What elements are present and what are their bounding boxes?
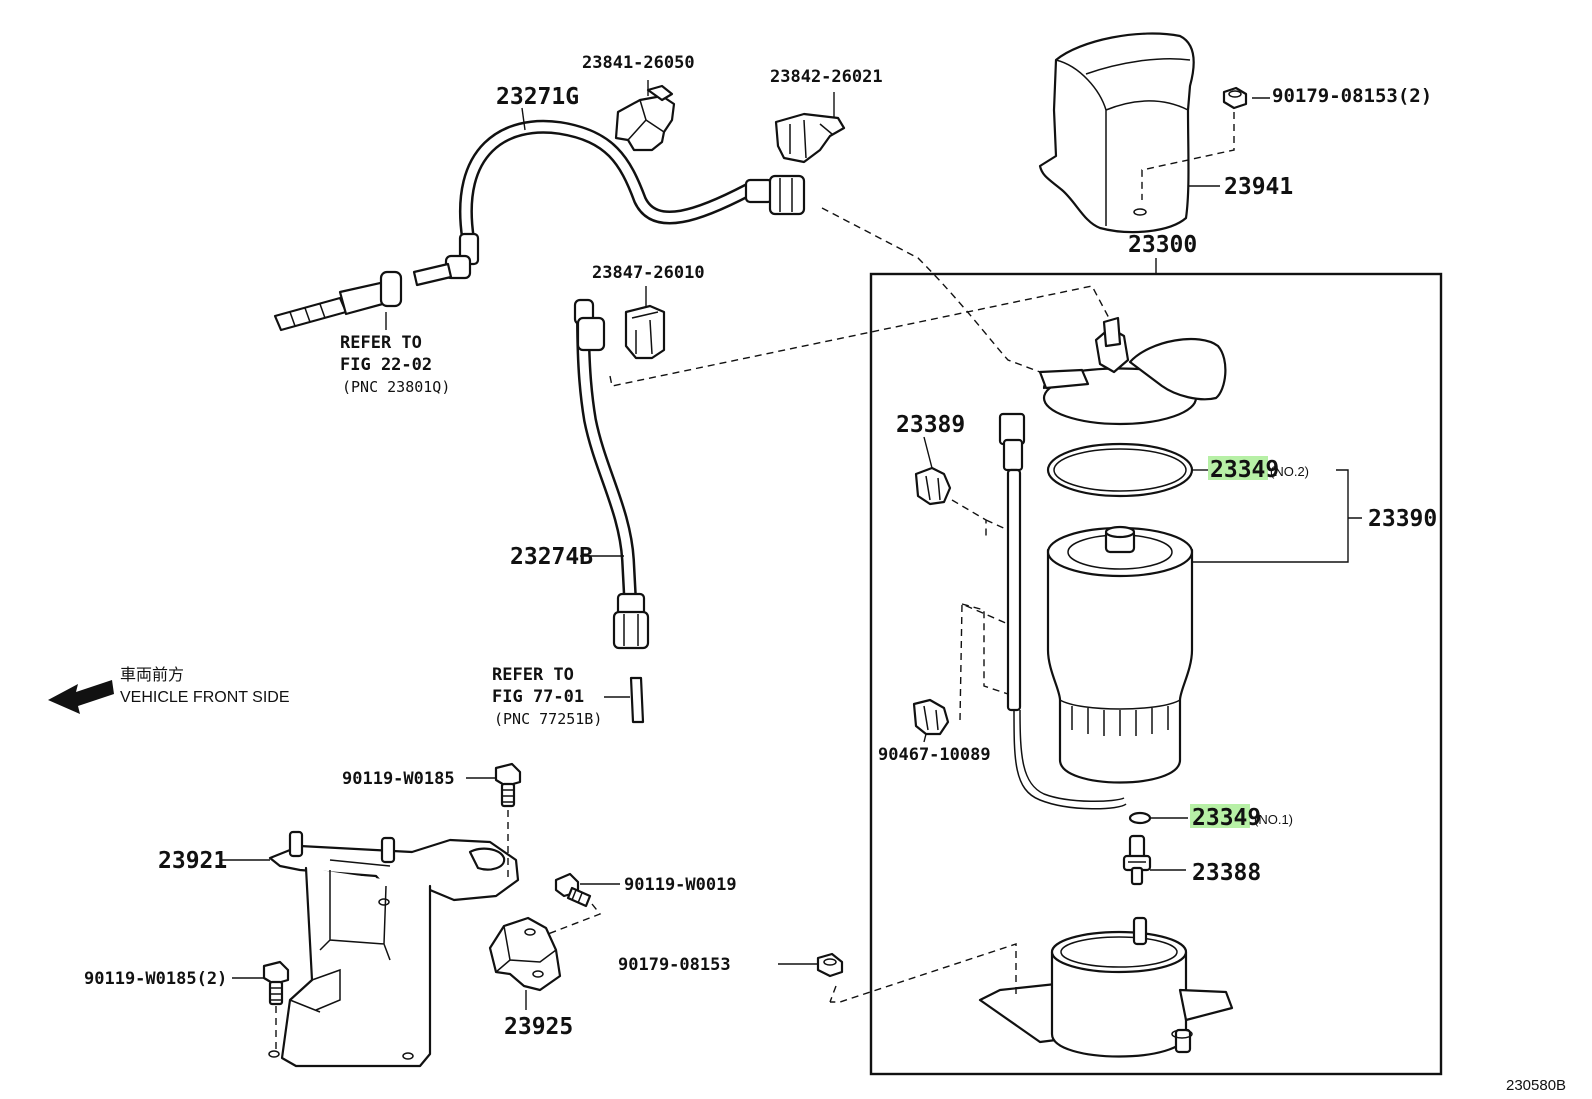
label-23842: 23842-26021	[770, 67, 883, 87]
cover-23941	[1038, 32, 1195, 234]
pipe-stub	[629, 676, 645, 724]
label-23925: 23925	[504, 1014, 573, 1040]
label-23300: 23300	[1128, 232, 1197, 258]
label-90119-w0185-2: 90119-W0185(2)	[84, 969, 227, 989]
label-23388: 23388	[1192, 860, 1261, 886]
vehicle-front-en: VEHICLE FRONT SIDE	[120, 689, 290, 706]
clamp-23847	[624, 304, 666, 360]
fuel-pipe-connector	[273, 262, 453, 332]
vehicle-front-arrow	[48, 680, 114, 714]
filter-head	[1038, 316, 1227, 426]
label-23271g: 23271G	[496, 84, 579, 110]
hose-23274b	[573, 298, 650, 650]
label-23921: 23921	[158, 848, 227, 874]
refer-fig-77-line1: REFER TO	[492, 665, 574, 685]
label-23841: 23841-26050	[582, 53, 695, 73]
filter-bracket	[978, 916, 1234, 1058]
nut-90179-top	[1222, 86, 1248, 110]
refer-fig-77-line3: (PNC 77251B)	[494, 710, 602, 728]
leader-lines	[222, 80, 1362, 1010]
label-90179-top: 90179-08153(2)	[1272, 85, 1432, 107]
nut-90179-lower	[816, 952, 844, 978]
refer-fig-77-line2: FIG 77-01	[492, 687, 584, 707]
bracket-23921	[268, 830, 520, 1068]
label-90119-w0019: 90119-W0019	[624, 875, 737, 895]
o-ring-23349-no1	[1128, 811, 1152, 825]
label-90179-lower: 90179-08153	[618, 955, 731, 975]
refer-fig-22-line3: (PNC 23801Q)	[342, 378, 450, 396]
sensor-23388	[1122, 834, 1152, 886]
clamp-23841	[614, 84, 676, 152]
label-23349-no1: 23349	[1192, 805, 1261, 831]
label-90119-w0185: 90119-W0185	[342, 769, 455, 789]
highlight-23349-no2	[1208, 456, 1268, 480]
refer-fig-22-line1: REFER TO	[340, 333, 422, 353]
clip-90467	[912, 698, 950, 736]
refer-fig-22-line2: FIG 22-02	[340, 355, 432, 375]
o-ring-23349-no2	[1046, 442, 1194, 498]
clamp-23842	[774, 112, 846, 164]
label-23349-no2-note: (NO.2)	[1270, 464, 1309, 479]
hose-23271g	[444, 119, 806, 280]
bracket-23925	[488, 916, 562, 992]
label-23847: 23847-26010	[592, 263, 705, 283]
diagram-code: 230580B	[1506, 1077, 1566, 1094]
label-90467: 90467-10089	[878, 745, 991, 765]
clamp-23389	[914, 466, 952, 506]
label-23349-no2: 23349	[1210, 457, 1279, 483]
label-23941: 23941	[1224, 174, 1293, 200]
bolt-90119-w0185-2	[262, 960, 290, 1006]
label-23349-no1-note: (NO.1)	[1254, 812, 1293, 827]
filter-element-23390	[1046, 525, 1194, 784]
bolt-90119-w0185	[494, 762, 522, 808]
highlight-23349-no1	[1190, 804, 1250, 828]
vehicle-front-jp: 車両前方	[120, 666, 184, 684]
bolt-90119-w0019	[554, 872, 592, 908]
sensor-harness	[998, 412, 1127, 810]
label-23390: 23390	[1368, 506, 1437, 532]
label-23274b: 23274B	[510, 544, 593, 570]
label-23389: 23389	[896, 412, 965, 438]
